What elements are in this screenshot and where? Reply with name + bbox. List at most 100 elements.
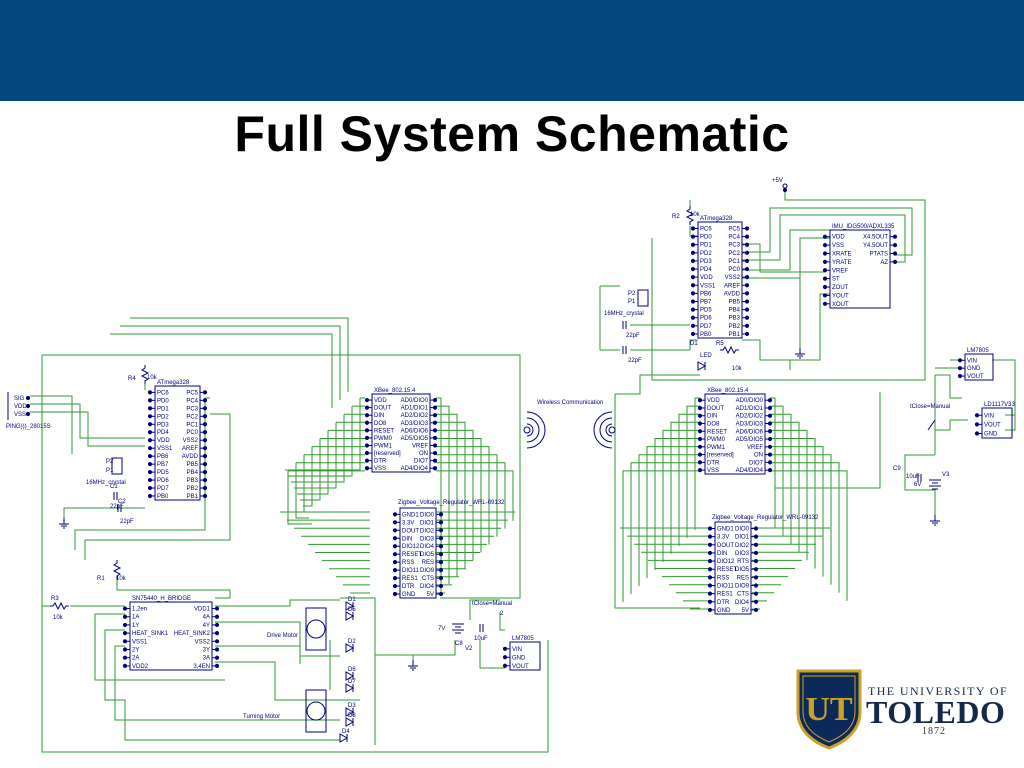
left-xbee-pin-label: AD6/DIO6	[401, 428, 429, 434]
junction-dot	[744, 226, 750, 231]
wire	[479, 640, 505, 669]
left-zigbee-regulator-pin-label: DIO9	[420, 568, 435, 574]
left-crystal	[111, 457, 123, 475]
junction-dot	[147, 446, 153, 451]
junction-dot	[432, 428, 438, 433]
left-lm7805-pin-label: VIN	[512, 647, 522, 653]
wire	[686, 405, 700, 538]
junction-dot	[690, 234, 696, 239]
junction-dot	[202, 485, 208, 491]
junction-dot	[122, 606, 128, 611]
wire	[689, 226, 698, 237]
wire	[770, 421, 800, 553]
crystal-name: 16MHz_crystal	[86, 480, 126, 486]
left-xbee-pin-label: AD4/DIO4	[401, 466, 429, 472]
right-atmega328-pin-label: PB7	[700, 299, 712, 305]
right-zigbee-regulator-pin-label: RSS	[717, 575, 729, 581]
junction-dot	[690, 299, 696, 304]
junction-dot	[122, 655, 128, 660]
r5	[720, 345, 739, 355]
left-hbridge-pin-label: 3Y	[203, 648, 210, 654]
right-atmega328-pin-label: PC4	[728, 235, 740, 241]
junction-dot	[707, 607, 713, 613]
wire	[770, 438, 816, 569]
drive-motor	[306, 619, 326, 639]
diode-label: D2	[348, 639, 356, 645]
wire	[120, 325, 341, 400]
right-imu-pin-label: YRATE	[832, 260, 852, 266]
left-lm7805	[509, 641, 541, 671]
right-atmega328	[697, 221, 743, 339]
right-zigbee-regulator-pin-label: DTR	[717, 600, 730, 606]
right-atmega328-pin-label: PB0	[700, 332, 712, 338]
left-xbee-title: XBee_802.15.4	[374, 388, 416, 394]
wire	[770, 462, 840, 593]
right-atmega328-pin-label: PB4	[729, 308, 741, 314]
right-zigbee-regulator-pin-label: DIO0	[735, 527, 750, 533]
junction-dot	[147, 422, 153, 427]
wire	[770, 454, 832, 585]
diode-D8	[345, 717, 355, 727]
left-xbee-pin-label: PWM0	[374, 436, 393, 442]
left-hbridge-pin-label: 1A	[132, 615, 139, 621]
left-xbee-pin-label: DTR	[374, 459, 387, 465]
junction-dot	[707, 550, 713, 556]
wire	[770, 405, 784, 537]
junction-dot	[122, 639, 128, 644]
junction-dot	[744, 234, 750, 239]
left-zigbee-regulator-pin-label: DIO5	[420, 552, 435, 558]
right-xbee-pin-label: [reserved]	[707, 453, 734, 459]
junction-dot	[892, 234, 898, 239]
wire	[499, 612, 505, 631]
c8-name: C8	[455, 641, 463, 647]
toledo-shield-icon: UT	[796, 669, 862, 750]
r2-name: R2	[672, 214, 680, 220]
junction-dot	[122, 663, 128, 669]
left-hbridge-pin-label: 3A	[203, 656, 210, 662]
right-xbee-pin-label: VSS	[707, 468, 719, 474]
junction-dot	[432, 466, 438, 471]
junction-dot	[214, 614, 220, 619]
junction-dot	[438, 544, 444, 549]
left-atmega328-pin-label: PB0	[157, 494, 169, 500]
r1-val: 10k	[116, 576, 127, 582]
left-zigbee-regulator-pin-label: DIO0	[420, 512, 435, 518]
junction-dot	[690, 250, 696, 255]
junction-dot	[753, 526, 759, 531]
left-atmega328-pin-label: PC3	[186, 406, 198, 412]
junction-dot	[438, 591, 444, 597]
crystal-p2: P2	[106, 459, 114, 465]
wire	[615, 374, 700, 395]
logo-toledo: TOLEDO	[866, 694, 1006, 730]
wire	[30, 411, 145, 447]
left-atmega328-pin-label: PD6	[157, 478, 169, 484]
junction-dot	[822, 234, 828, 239]
left-lm7805-pin-label: GND	[512, 655, 526, 661]
junction-dot	[822, 251, 828, 256]
wireless-arc-left	[526, 417, 540, 443]
diode-D5	[345, 611, 355, 621]
left-atmega328-pin-label: PC6	[157, 390, 169, 396]
right-imu-pin-label: XOUT	[832, 302, 849, 308]
junction-dot	[767, 468, 773, 473]
junction-dot	[767, 429, 773, 434]
right-atmega328-pin-label: VDD	[700, 275, 713, 281]
junction-dot	[147, 390, 153, 395]
right-zigbee-regulator-pin-label: DOUT	[717, 543, 734, 549]
r4	[140, 365, 150, 384]
right-atmega328-pin-label: PB1	[729, 332, 741, 338]
junction-dot	[432, 450, 438, 456]
right-zigbee-regulator-pin-label: DIO12	[717, 559, 735, 565]
sensor-pin-label: VSS	[14, 412, 26, 418]
junction-dot	[438, 575, 444, 581]
right-atmega328-pin-label: PB3	[729, 316, 741, 322]
left-switch-num: 2	[500, 611, 504, 617]
right-zigbee-regulator-pin-label: GND	[717, 608, 731, 614]
left-xbee-pin-label: VSS	[374, 466, 386, 472]
r1	[112, 560, 122, 579]
junction-dot	[147, 477, 153, 483]
junction-dot	[432, 405, 438, 410]
junction-dot	[502, 663, 508, 668]
diode-D1	[345, 601, 355, 611]
